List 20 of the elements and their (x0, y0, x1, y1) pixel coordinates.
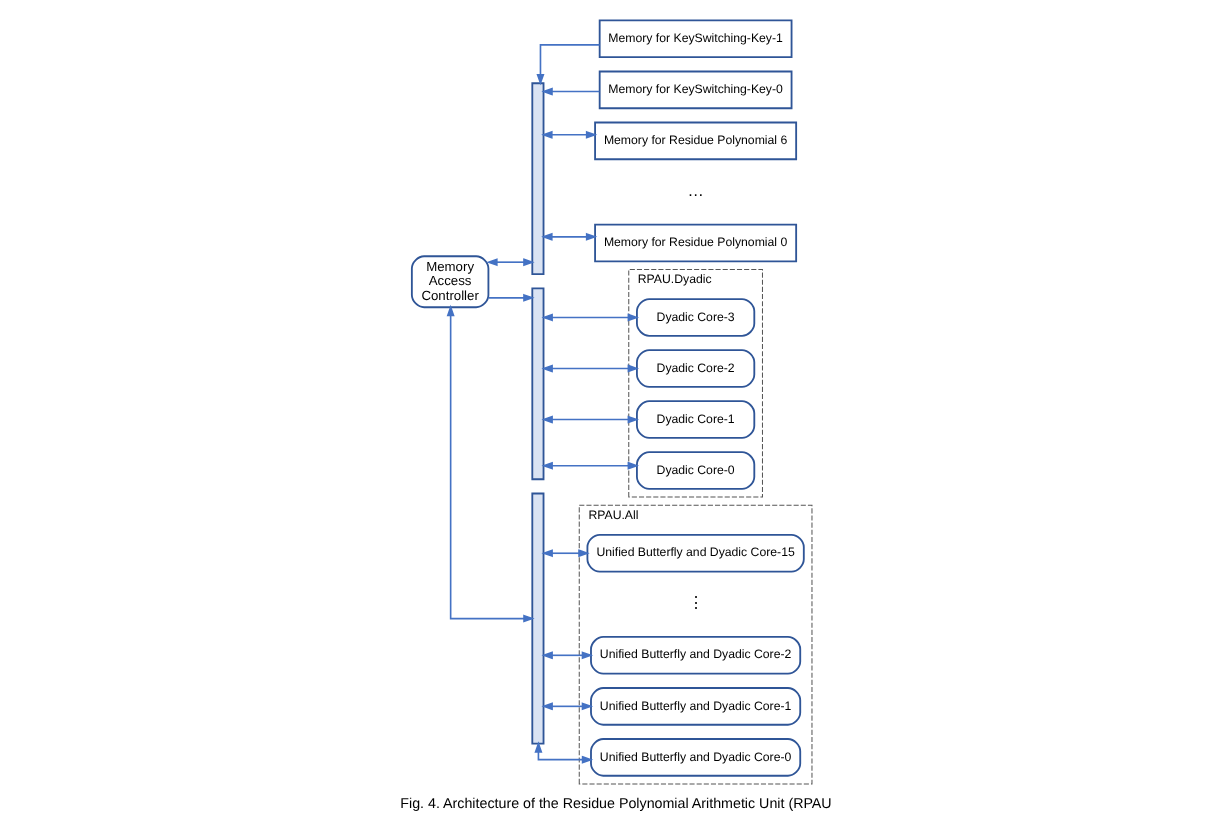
arrow (541, 461, 640, 470)
node-bar (531, 287, 545, 481)
arrow (486, 258, 535, 267)
arrow (534, 741, 594, 764)
label: ⋮ (687, 594, 704, 613)
arrow (541, 651, 594, 660)
arrow (541, 549, 590, 558)
arrow (541, 415, 640, 424)
arrow (541, 87, 601, 96)
arrow (541, 702, 594, 711)
arrow (541, 232, 598, 241)
node-bar (531, 492, 545, 745)
node-bar (531, 82, 545, 275)
arrow (487, 293, 535, 302)
arrow (541, 364, 640, 373)
arrow (446, 304, 535, 623)
arrow (541, 130, 598, 139)
arrow (541, 313, 640, 322)
label: … (687, 181, 704, 200)
arrow (536, 44, 601, 86)
